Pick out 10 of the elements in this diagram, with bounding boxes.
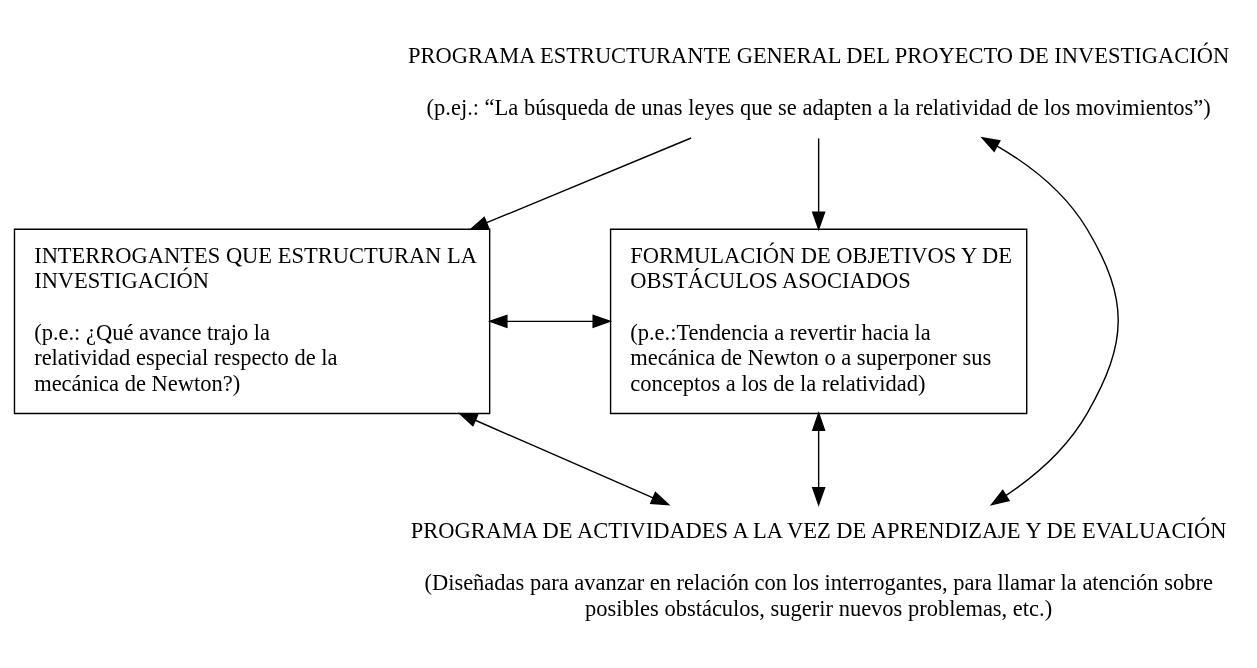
arrow [487, 314, 613, 329]
node-text: PROGRAMA DE ACTIVIDADES A LA VEZ DE APRENDIZAJE Y DE EVALUACIÓN (Diseñadas para avanzar en relación con los interrogantes, para llamar la atención sobre posibles obstáculos, sugerir nuevos problemas, etc.) [410, 518, 1227, 621]
arrow [457, 412, 671, 506]
arrow [811, 411, 826, 507]
node-text: PROGRAMA ESTRUCTURANTE GENERAL DEL PROYECTO DE INVESTIGACIÓN (p.ej.: “La búsqueda de unas leyes que se adapten a la relatividad de los movimientos”) [408, 43, 1230, 121]
node-box: INTERROGANTES QUE ESTRUCTURAN LA INVESTIGACIÓN (p.e.: ¿Qué avance trajo la relatividad especial respecto de la mecánica de Newton?) [13, 228, 491, 415]
arrow [468, 137, 692, 231]
node-box: FORMULACIÓN DE OBJETIVOS Y DE OBSTÁCULOS ASOCIADOS (p.e.:Tendencia a revertir hacia la mecánica de Newton o a superponer sus conceptos a los de la relatividad) [609, 228, 1028, 415]
arrow [980, 136, 1119, 506]
arrow [811, 137, 826, 232]
